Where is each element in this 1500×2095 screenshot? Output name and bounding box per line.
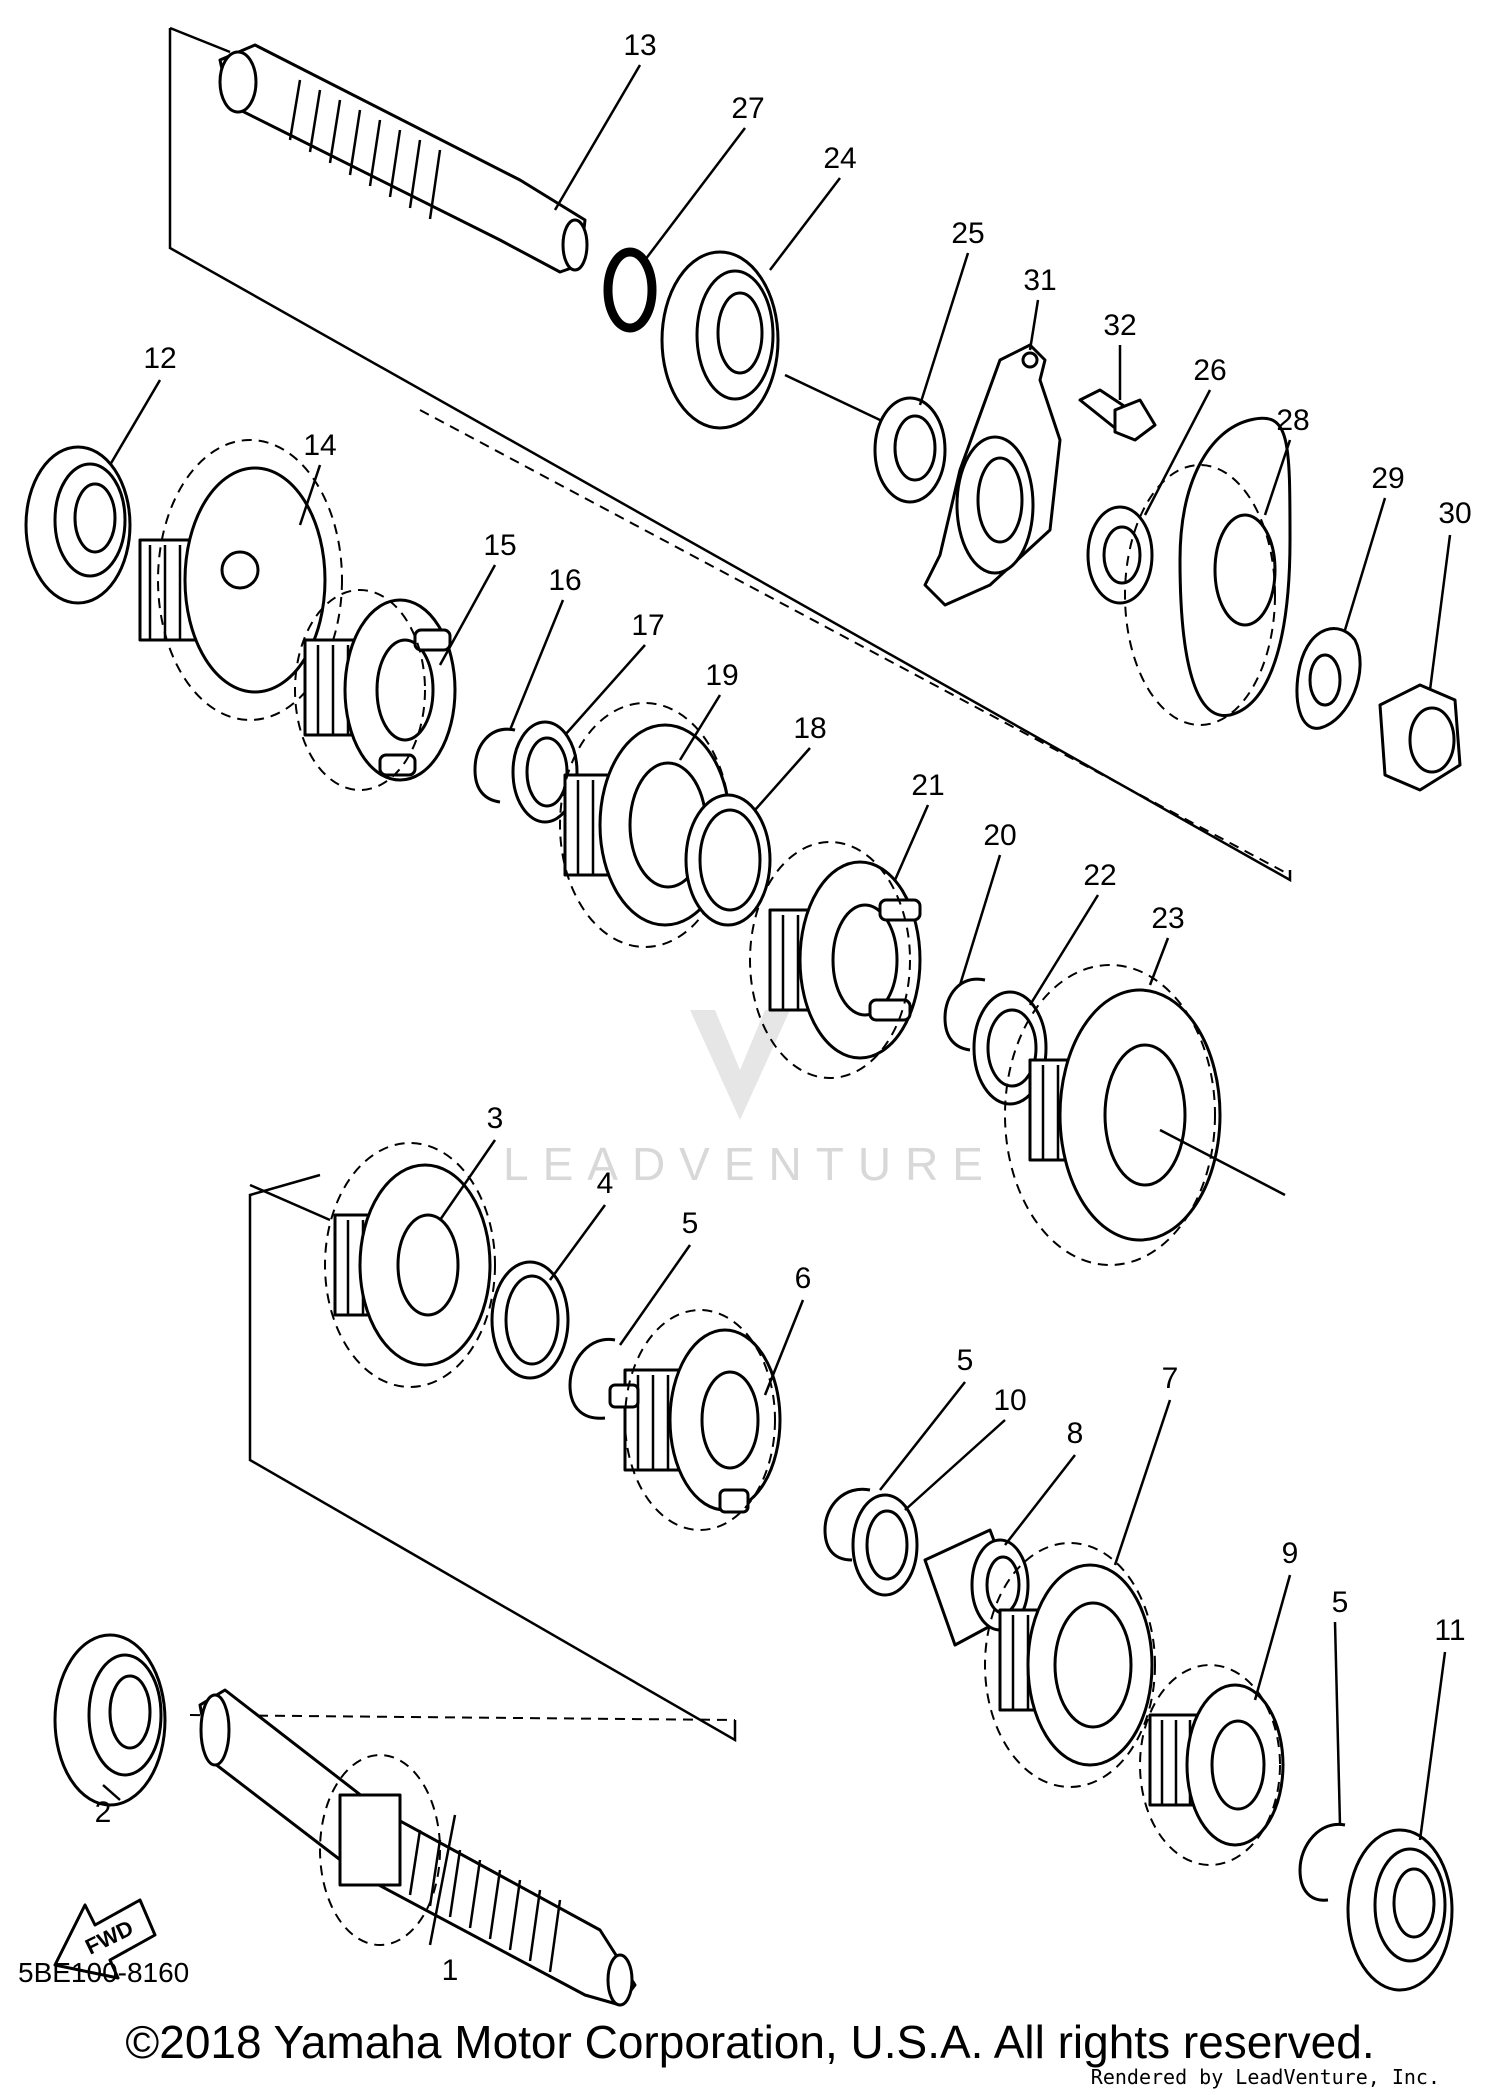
callout-30: 30 (1438, 497, 1471, 530)
callout-22: 22 (1083, 859, 1116, 892)
circlip-5-b (823, 1487, 871, 1562)
callout-4: 4 (597, 1167, 614, 1200)
nut-30 (1378, 683, 1462, 792)
o-ring-27 (603, 247, 657, 333)
gear-7 (984, 1542, 1156, 1788)
circlip-20 (943, 977, 986, 1052)
callout-5-b: 5 (957, 1344, 974, 1377)
callout-2: 2 (95, 1796, 112, 1829)
callout-28: 28 (1276, 404, 1309, 437)
gear-14-teeth (148, 545, 182, 640)
callout-24: 24 (823, 142, 856, 175)
callout-31: 31 (1023, 264, 1056, 297)
callout-16: 16 (548, 564, 581, 597)
washer-10 (851, 1493, 919, 1597)
copyright-notice: ©2018 Yamaha Motor Corporation, U.S.A. A… (125, 2016, 1375, 2068)
callout-32: 32 (1103, 309, 1136, 342)
gear-3 (324, 1142, 496, 1388)
callout-5-a: 5 (682, 1207, 699, 1240)
gear-23 (1004, 964, 1286, 1266)
bearing-2 (53, 1633, 167, 1807)
collar-26 (1086, 505, 1154, 605)
callout-21: 21 (911, 769, 944, 802)
gear-6 (608, 1309, 782, 1531)
callout-3: 3 (487, 1102, 504, 1135)
callout-23: 23 (1151, 902, 1184, 935)
callout-1: 1 (442, 1954, 459, 1987)
callout-17: 17 (631, 609, 664, 642)
gear-9 (1139, 1664, 1285, 1866)
callout-11: 11 (1434, 1614, 1465, 1647)
callout-19: 19 (705, 659, 738, 692)
washer-18 (684, 793, 772, 927)
bearing-12 (24, 445, 132, 605)
main-axle-box (168, 26, 1292, 883)
bearing-24 (660, 250, 881, 430)
callout-10: 10 (993, 1384, 1026, 1417)
callout-9: 9 (1282, 1537, 1299, 1570)
bolt-32 (1078, 388, 1157, 442)
callout-25: 25 (951, 217, 984, 250)
bearing-retainer-31 (923, 343, 1062, 607)
callout-18: 18 (793, 712, 826, 745)
circlip-5-a (568, 1337, 616, 1420)
callout-27: 27 (731, 92, 764, 125)
gear-15 (294, 589, 457, 791)
callout-14: 14 (303, 429, 336, 462)
callout-29: 29 (1371, 462, 1404, 495)
drawing-code: 5BE100-8160 (18, 1957, 190, 1988)
oil-seal-25 (873, 396, 947, 504)
drive-axle-box (189, 1173, 737, 1743)
rendered-by-credit: Rendered by LeadVenture, Inc. (1090, 2065, 1440, 2089)
circlip-16 (473, 727, 516, 804)
washer-17 (511, 720, 579, 824)
gear-21 (749, 841, 922, 1079)
lock-washer-29 (1295, 627, 1362, 730)
callouts: 1 2 3 4 5 5 5 6 7 8 9 10 11 12 13 14 15 (95, 29, 1472, 1987)
callout-5-c: 5 (1332, 1586, 1349, 1619)
callout-13: 13 (623, 29, 656, 62)
circlip-5-c (1298, 1822, 1346, 1902)
gear-14 (138, 439, 343, 721)
washer-4 (490, 1260, 570, 1380)
main-axle-splines (288, 79, 442, 220)
callout-8: 8 (1067, 1417, 1084, 1450)
callout-7: 7 (1162, 1362, 1179, 1395)
leadventure-watermark: LEADVENTURE (503, 1010, 997, 1190)
callout-12: 12 (143, 342, 176, 375)
callout-15: 15 (483, 529, 516, 562)
drive-axle-shaft (198, 1688, 637, 2007)
drive-sprocket-28 (1124, 416, 1292, 726)
main-axle-shaft (218, 43, 589, 274)
callout-20: 20 (983, 819, 1016, 852)
callout-6: 6 (795, 1262, 812, 1295)
callout-26: 26 (1193, 354, 1226, 387)
bearing-11 (1346, 1828, 1454, 1992)
watermark-text: LEADVENTURE (503, 1138, 997, 1190)
drive-axle-splines (408, 1829, 562, 1973)
